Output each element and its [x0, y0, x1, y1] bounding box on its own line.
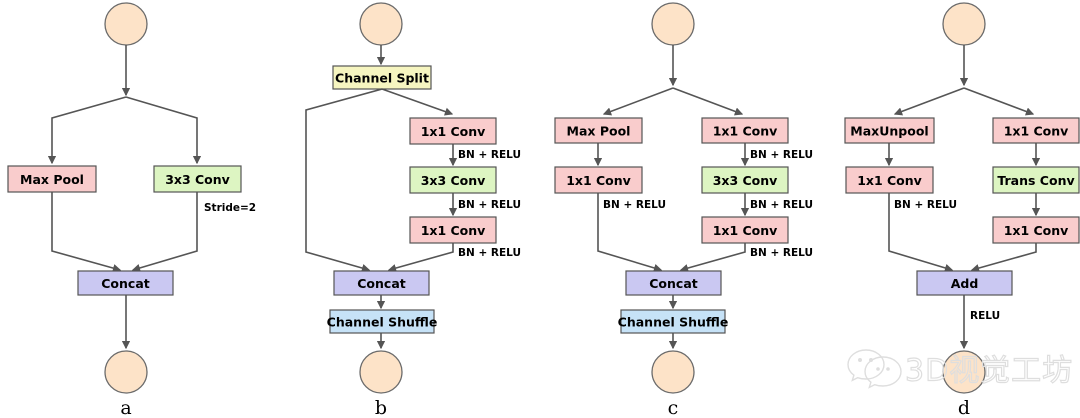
panel-c-right-bn2-label: BN + RELU: [750, 199, 813, 211]
panel-c-left-conv-label: 1x1 Conv: [566, 173, 631, 188]
panel-d-max-unpool-box: [844, 117, 935, 144]
panel-b-concat-label: Concat: [357, 276, 406, 291]
panel-b-letter: b: [375, 397, 387, 418]
panel-a-concat-label: Concat: [101, 276, 150, 291]
panel-c-edge-split-to-maxpool: [602, 87, 674, 116]
panel-d-edge-split-to-maxunpool: [893, 87, 965, 116]
panel-a-output-node: [104, 350, 148, 394]
panel-a-edge-split-to-conv: [125, 96, 202, 165]
panel-d-right-conv1-box: [992, 117, 1080, 144]
panel-b-edge-conv3-to-concat: [387, 243, 454, 273]
panel-a-letter: a: [120, 397, 131, 418]
panel-c-left-conv-box: [554, 166, 643, 194]
panel-b-conv1-label: 1x1 Conv: [421, 124, 486, 139]
wechat-icon: [847, 349, 902, 389]
panel-d-edge-leftconv-to-add: [888, 193, 954, 272]
panel-d-add-box: [916, 270, 1013, 296]
panel-b-bn2-label: BN + RELU: [458, 199, 521, 211]
panel-d: MaxUnpool 1x1 Conv BN + RELU 1x1 Conv Tr…: [844, 2, 1080, 418]
panel-b: Channel Split 1x1 Conv BN + RELU 3x3 Con…: [305, 2, 521, 418]
panel-c-max-pool-box: [554, 117, 643, 144]
panel-b-conv2-label: 3x3 Conv: [421, 173, 486, 188]
panel-c-edge-leftconv-to-concat: [597, 193, 663, 272]
panel-d-output-node: [942, 350, 986, 394]
panel-a-max-pool-label: Max Pool: [20, 172, 84, 187]
panel-d-max-unpool-label: MaxUnpool: [850, 124, 928, 139]
panel-c-output-node: [651, 350, 695, 394]
panel-d-right-conv3-label: 1x1 Conv: [1004, 223, 1069, 238]
panel-a-edge-maxpool-to-concat: [51, 192, 122, 273]
panel-c-concat-label: Concat: [649, 276, 698, 291]
panel-a-edge-conv-to-concat: [131, 192, 198, 272]
panel-c-right-conv1-label: 1x1 Conv: [713, 124, 778, 139]
panel-c: Max Pool 1x1 Conv BN + RELU 1x1 Conv BN …: [554, 2, 813, 418]
panel-b-output-node: [359, 350, 403, 394]
panel-b-channel-shuffle-box: [329, 309, 435, 334]
panel-b-channel-split-label: Channel Split: [335, 71, 429, 86]
panel-a-edge-split-to-maxpool: [47, 96, 127, 165]
panel-c-right-bn3-label: BN + RELU: [750, 247, 813, 259]
panel-d-edge-split-to-conv1: [963, 87, 1035, 116]
panel-d-left-conv-label: 1x1 Conv: [857, 173, 922, 188]
panel-b-concat-box: [333, 270, 430, 296]
panel-a-input-node: [104, 2, 148, 46]
panel-b-conv2-box: [409, 166, 497, 194]
panel-a-stride-label: Stride=2: [204, 202, 256, 214]
panel-d-relu-label: RELU: [970, 310, 1000, 322]
panel-c-letter: c: [668, 397, 679, 418]
panel-d-add-label: Add: [951, 276, 979, 291]
panel-d-input-node: [942, 2, 986, 46]
panel-d-left-conv-box: [845, 166, 934, 194]
panel-d-edge-rconv3-to-add: [970, 243, 1037, 273]
panel-b-input-node: [359, 2, 403, 46]
panel-d-letter: d: [958, 397, 970, 418]
panel-b-bn3-label: BN + RELU: [458, 247, 521, 259]
panel-c-input-node: [651, 2, 695, 46]
panel-c-concat-box: [625, 270, 722, 296]
panel-d-right-conv2-box: [992, 166, 1080, 194]
watermark: 3D视觉工坊: [847, 349, 1073, 389]
panel-a-conv3x3-box: [153, 165, 242, 193]
panel-c-right-conv1-box: [701, 117, 789, 144]
panel-c-max-pool-label: Max Pool: [567, 124, 631, 139]
panel-c-right-conv3-label: 1x1 Conv: [713, 223, 778, 238]
panel-c-channel-shuffle-label: Channel Shuffle: [618, 315, 729, 330]
panel-c-right-conv2-box: [701, 166, 789, 194]
panel-d-left-bn-label: BN + RELU: [894, 199, 957, 211]
panel-c-edge-split-to-conv1: [672, 87, 744, 116]
panel-b-bn1-label: BN + RELU: [458, 149, 521, 161]
panel-b-channel-shuffle-label: Channel Shuffle: [327, 315, 438, 330]
panel-c-right-conv2-label: 3x3 Conv: [713, 173, 778, 188]
panel-d-right-conv1-label: 1x1 Conv: [1004, 124, 1069, 139]
watermark-text: 3D视觉工坊: [905, 354, 1073, 389]
panel-d-right-conv2-label: Trans Conv: [997, 173, 1074, 188]
panel-c-right-conv3-box: [701, 216, 789, 244]
panel-c-edge-rconv3-to-concat: [679, 243, 746, 273]
panel-c-right-bn1-label: BN + RELU: [750, 149, 813, 161]
panel-b-edge-skip-to-concat: [305, 88, 383, 273]
panel-b-conv3-box: [409, 216, 497, 244]
panel-a-conv3x3-label: 3x3 Conv: [165, 172, 230, 187]
panel-b-conv3-label: 1x1 Conv: [421, 223, 486, 238]
panel-b-edge-split-to-conv1: [381, 88, 454, 116]
panel-a: Max Pool 3x3 Conv Stride=2 Concat a: [7, 2, 256, 418]
panel-c-left-bn-label: BN + RELU: [603, 199, 666, 211]
